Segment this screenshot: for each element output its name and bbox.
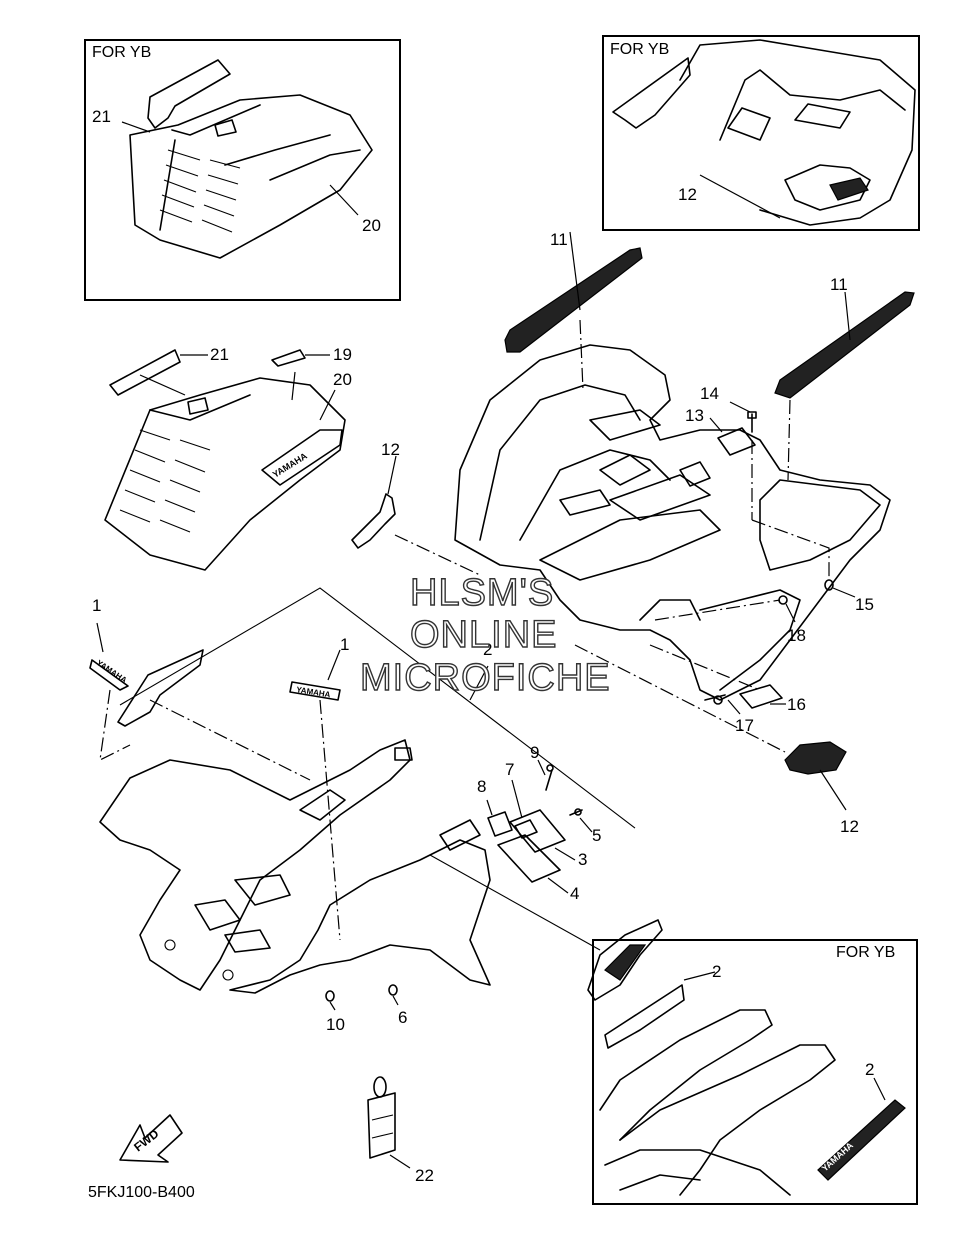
- decal-21-inset: [147, 59, 231, 129]
- decal-12-right: 12: [574, 644, 859, 836]
- decal-12-inset: [612, 57, 691, 129]
- callout-1: 1: [340, 635, 349, 654]
- callout-16: 16: [787, 695, 806, 714]
- decal-11-right: 11: [774, 275, 915, 481]
- plate-3: [509, 809, 566, 853]
- callout-6: 6: [398, 1008, 407, 1027]
- watermark-line-1: HLSM'S: [410, 572, 554, 614]
- callout-17: 17: [735, 716, 754, 735]
- callout-2: 2: [483, 640, 492, 659]
- nut-10: [325, 990, 335, 1002]
- label-tag-22: 22: [367, 1076, 434, 1185]
- callout-12: 12: [840, 817, 859, 836]
- watermark-line-2: ONLINE: [410, 614, 557, 656]
- plate-8: [487, 811, 513, 837]
- callout-22: 22: [415, 1166, 434, 1185]
- drawing-code: 5FKJ100-B400: [88, 1184, 195, 1201]
- callout-9: 9: [530, 743, 539, 762]
- callout-2: 2: [865, 1060, 874, 1079]
- inset-label: FOR YB: [92, 44, 151, 61]
- callout-5: 5: [592, 826, 601, 845]
- rear-fender-inset: [679, 39, 916, 226]
- callout-10: 10: [326, 1015, 345, 1034]
- callout-13: 13: [685, 406, 704, 425]
- reflector-16-screw-17: 17 16: [649, 644, 806, 735]
- screw-9: [545, 769, 553, 791]
- callout-8: 8: [477, 777, 486, 796]
- callout-20: 20: [362, 216, 381, 235]
- watermark: HLSM'S ONLINE MICROFICHE: [359, 571, 611, 699]
- grommet-15: 15: [751, 519, 874, 614]
- callout-12: 12: [381, 440, 400, 459]
- front-fender-assembly: YAMAHA 1 YAMAHA 1: [89, 587, 663, 1034]
- watermark-line-3: MICROFICHE: [360, 657, 611, 699]
- callout-15: 15: [855, 595, 874, 614]
- grommet-6: [388, 984, 398, 996]
- decal-12-left: 12: [351, 440, 481, 576]
- inset-label: FOR YB: [610, 41, 669, 58]
- yamaha-logo-20: YAMAHA: [271, 450, 310, 479]
- fwd-arrow: FWD: [119, 1114, 183, 1163]
- plate-4: [497, 834, 561, 883]
- rear-fender-assembly: [454, 344, 891, 701]
- callout-1: 1: [92, 596, 101, 615]
- rear-cover-20-main: 21 19 YAMAHA 20: [104, 345, 352, 571]
- inset-box-bottom-right: FOR YB 2 YAMAHA 2: [592, 939, 918, 1205]
- inset-box-top-right: FOR YB 12: [602, 35, 920, 231]
- callout-12: 12: [678, 185, 697, 204]
- callout-20: 20: [333, 370, 352, 389]
- callout-3: 3: [578, 850, 587, 869]
- decal-11-left: 11: [504, 230, 643, 391]
- nut-18: 18: [654, 595, 806, 645]
- callout-18: 18: [787, 626, 806, 645]
- callout-19: 19: [333, 345, 352, 364]
- inset-box-top-left: FOR YB 21 20: [84, 39, 401, 301]
- plate-7: [514, 819, 538, 839]
- callout-11: 11: [830, 275, 848, 294]
- callout-2: 2: [712, 962, 721, 981]
- callout-21: 21: [210, 345, 229, 364]
- inset-label: FOR YB: [836, 944, 895, 961]
- fwd-label: FWD: [131, 1126, 161, 1154]
- callout-7: 7: [505, 760, 514, 779]
- callout-14: 14: [700, 384, 719, 403]
- callout-21: 21: [92, 107, 111, 126]
- callout-4: 4: [570, 884, 579, 903]
- yamaha-decal-1a: YAMAHA: [95, 658, 129, 685]
- callout-11: 11: [550, 230, 568, 249]
- rear-cover-20-inset: [129, 94, 373, 259]
- bolt-14-bracket-13: 14 13: [685, 384, 757, 520]
